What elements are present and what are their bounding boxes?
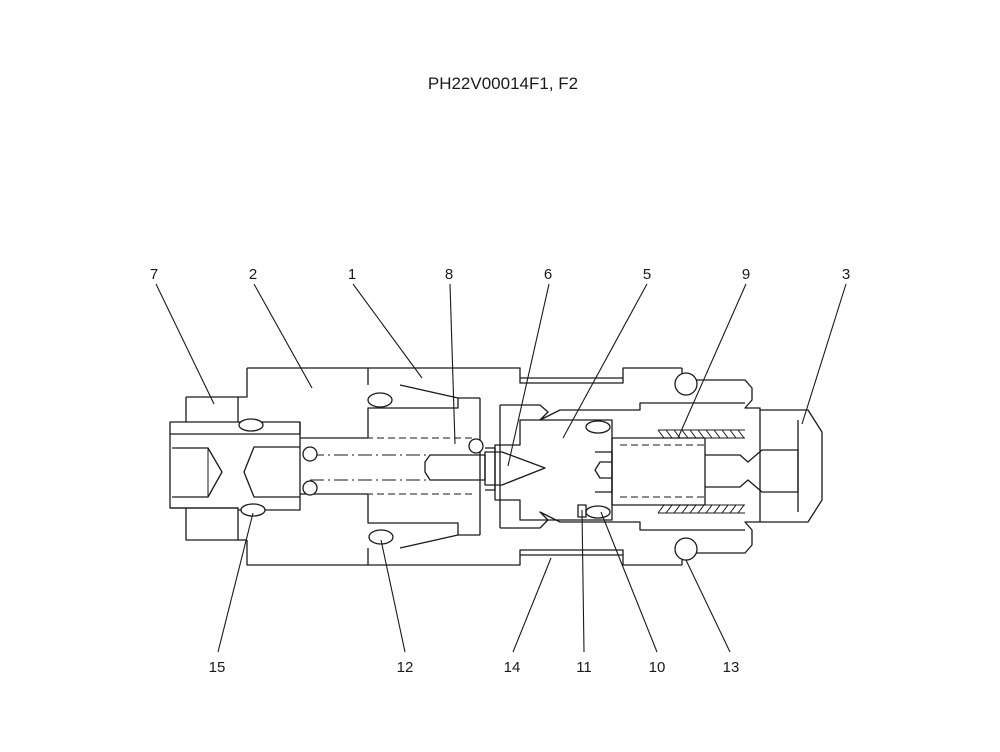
o-ring-12-icon [368,529,394,545]
inner-housing [479,398,745,535]
o-ring-10-upper-icon [585,420,611,434]
callout-7: 7 [150,266,158,283]
callout-8: 8 [445,266,453,283]
leader-lines [155,283,847,653]
part-7-end-plug [169,396,239,541]
callout-9: 9 [742,266,750,283]
callout-5: 5 [643,266,651,283]
callout-11: 11 [576,659,592,676]
part-3-cap [681,368,823,565]
ball-lower-icon [302,480,318,496]
callout-2: 2 [249,266,257,283]
o-ring-12-upper-icon [367,392,393,408]
callout-6: 6 [544,266,552,283]
callout-10: 10 [649,659,666,676]
callout-15: 15 [209,659,226,676]
callout-13: 13 [723,659,740,676]
part-2-adjusting-body [238,367,480,566]
part-8-rod [300,437,486,496]
o-ring-13-icon [674,537,698,561]
part-6-needle [484,447,546,491]
o-ring-15-upper-icon [238,418,264,432]
o-ring-13-upper-icon [674,372,698,396]
ball-upper-icon [302,446,318,462]
part-9-spring [594,429,799,514]
drawing-title: PH22V00014F1, F2 [428,74,578,93]
callout-14: 14 [504,659,521,676]
callout-labels: 7 2 1 8 6 5 9 3 15 12 14 11 10 13 [150,266,850,676]
callout-12: 12 [397,659,414,676]
part-1-sleeve [368,367,682,566]
callout-1: 1 [348,266,356,283]
o-ring-15-icon [240,503,266,517]
o-ring-10-icon [585,505,611,519]
callout-3: 3 [842,266,850,283]
